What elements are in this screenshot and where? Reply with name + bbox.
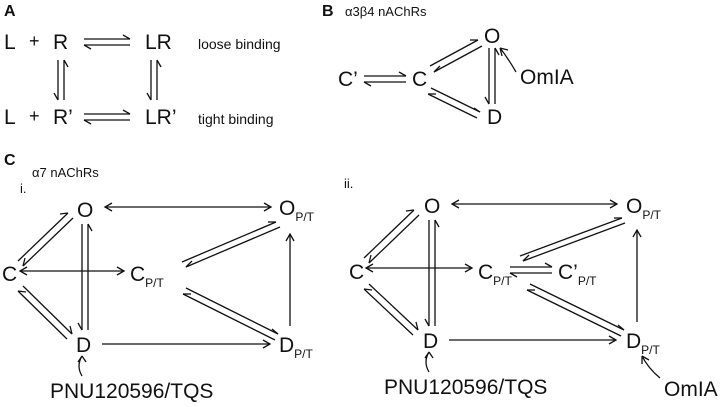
cii-state-opt-subscript: P/T — [642, 208, 661, 222]
panel-c-i-label: i. — [20, 181, 27, 196]
loose-binding-label: loose binding — [198, 36, 281, 52]
cii-equilibrium-cpt-cprime — [509, 262, 553, 278]
equilibrium-arrow-lr-lrprime — [146, 59, 162, 101]
cii-equilibrium-c-o — [363, 209, 420, 264]
cii-drug-binding-arrow — [424, 351, 434, 373]
omia-binding-arrow — [499, 47, 517, 73]
equilibrium-arrow-c-d — [427, 87, 481, 119]
cii-arrow-c-cpt — [364, 263, 474, 273]
receptor-rprime-label: R’ — [53, 106, 73, 129]
panel-label-b: B — [322, 3, 334, 20]
panel-c-i-scheme: i. O C D CP/T OP/T DP/T PNU120596/TQS — [2, 181, 315, 403]
cii-state-o: O — [424, 195, 440, 218]
equilibrium-arrow-rprime-lrprime — [83, 109, 131, 125]
omia-label: OmIA — [520, 66, 574, 89]
ci-state-cpt: CP/T — [130, 263, 165, 290]
cii-equilibrium-cpt-opt — [519, 217, 626, 262]
equilibrium-arrow-o-d — [484, 47, 500, 105]
cii-equilibrium-cpt-dpt — [526, 283, 625, 337]
cii-state-cprime-pt: C’P/T — [558, 261, 597, 288]
state-o: O — [484, 25, 500, 48]
ci-equilibrium-o-d — [77, 223, 93, 331]
ci-equilibrium-cpt-opt — [181, 221, 281, 268]
panel-c-ii-scheme: ii. O C D CP/T C’P/T OP/T DP/T PNU120596… — [344, 176, 718, 401]
panel-b-title: α3β4 nAChRs — [345, 4, 427, 19]
ci-state-dpt: DP/T — [279, 334, 314, 361]
receptor-r-label: R — [53, 31, 68, 54]
cii-state-cprime-pt-subscript: P/T — [578, 274, 597, 288]
ci-equilibrium-c-o — [17, 212, 74, 267]
panel-b-scheme: α3β4 nAChRs C’ C O D OmIA — [338, 4, 574, 129]
ci-equilibrium-c-d — [17, 285, 73, 340]
panel-label-c: C — [4, 152, 16, 169]
ci-drug-label: PNU120596/TQS — [50, 380, 213, 403]
cii-arrow-o-opt — [450, 199, 619, 209]
ci-arrow-o-opt — [103, 202, 273, 212]
ci-arrow-c-cpt — [18, 266, 126, 276]
ci-equilibrium-cpt-dpt — [182, 287, 279, 341]
plus-bottom: + — [29, 106, 40, 126]
cii-state-d: D — [423, 330, 438, 353]
state-cprime: C’ — [338, 68, 358, 91]
cii-state-c: C — [349, 261, 364, 284]
equilibrium-arrow-c-o — [429, 39, 483, 73]
cii-equilibrium-c-d — [363, 283, 419, 336]
cii-arrow-dpt-opt — [632, 228, 642, 322]
cii-state-opt: OP/T — [626, 195, 662, 222]
cii-state-dpt: DP/T — [626, 330, 661, 357]
ci-drug-binding-arrow — [77, 355, 87, 377]
ligand-label-top: L — [4, 31, 16, 54]
complex-lrprime-label: LR’ — [145, 106, 177, 129]
cii-omia-label: OmIA — [664, 378, 718, 401]
cii-omia-binding-arrow — [641, 355, 661, 379]
ci-state-opt: OP/T — [279, 197, 315, 224]
cii-drug-label: PNU120596/TQS — [384, 376, 547, 399]
complex-lr-label: LR — [145, 31, 172, 54]
ci-arrow-dpt-opt — [285, 232, 295, 326]
ligand-label-bottom: L — [4, 106, 16, 129]
ci-state-o: O — [77, 199, 93, 222]
equilibrium-arrow-cprime-c — [363, 71, 407, 87]
cii-equilibrium-o-d — [424, 219, 440, 327]
plus-top: + — [29, 31, 40, 51]
state-c: C — [412, 68, 427, 91]
ci-arrow-d-dpt — [102, 339, 272, 349]
panel-c-ii-label: ii. — [344, 176, 353, 191]
panel-label-a: A — [4, 3, 16, 20]
equilibrium-arrow-r-rprime — [53, 59, 69, 101]
ci-state-opt-subscript: P/T — [295, 210, 314, 224]
ci-state-c: C — [2, 263, 17, 286]
equilibrium-arrow-r-lr — [83, 34, 131, 50]
panel-a-scheme: L + R LR loose binding L + R’ LR’ tight … — [4, 31, 281, 129]
panel-c-title: α7 nAChRs — [32, 165, 99, 180]
ci-state-cpt-subscript: P/T — [145, 276, 164, 290]
cii-arrow-d-dpt — [449, 335, 618, 345]
cii-state-cpt-subscript: P/T — [493, 274, 512, 288]
ci-state-dpt-subscript: P/T — [294, 347, 313, 361]
ci-state-d: D — [76, 334, 91, 357]
cii-state-cpt: CP/T — [478, 261, 513, 288]
tight-binding-label: tight binding — [198, 111, 274, 127]
state-d: D — [487, 106, 502, 129]
cii-state-dpt-subscript: P/T — [641, 343, 660, 357]
